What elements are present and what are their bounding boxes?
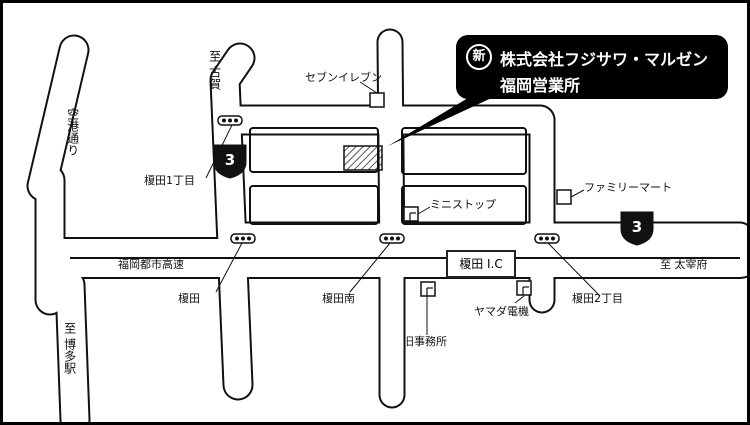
traffic-signals	[217, 115, 560, 244]
interchange-label: 榎田 I.C	[446, 250, 516, 278]
seven-eleven-marker	[369, 92, 385, 108]
ministop-marker	[403, 206, 419, 222]
familymart-marker	[556, 189, 572, 205]
route-shield-icon	[620, 211, 654, 246]
airport-road-label: 空港通り	[65, 108, 80, 156]
to-koga-label: 至 古賀	[207, 50, 222, 90]
enokida-minami-label: 榎田南	[322, 292, 355, 305]
route-3-label: 3	[224, 151, 236, 169]
route-3-label: 3	[631, 218, 643, 236]
old-office-marker	[420, 281, 436, 297]
enokida-1chome-label: 榎田1丁目	[144, 174, 195, 187]
route-3-shields	[213, 144, 654, 246]
route-shield-icon	[213, 144, 247, 179]
company-callout: 新 株式会社フジサワ・マルゼン 福岡営業所	[456, 35, 728, 99]
enokida-2chome-label: 榎田2丁目	[572, 292, 623, 305]
old-office-label: 旧事務所	[403, 335, 447, 348]
familymart-label: ファミリーマート	[584, 181, 672, 194]
office-name: 福岡営業所	[500, 76, 581, 95]
ministop-label: ミニストップ	[430, 198, 496, 211]
destination-marker	[343, 145, 383, 171]
enokida-label: 榎田	[178, 292, 200, 305]
yamada-label: ヤマダ電機	[474, 305, 529, 318]
to-hakata-label: 至 博多駅	[62, 322, 77, 374]
company-name: 株式会社フジサワ・マルゼン	[500, 50, 709, 69]
seven-eleven-label: セブンイレブン	[305, 71, 382, 84]
callout-pointer	[388, 92, 498, 146]
to-dazaifu-label: 至 太宰府	[660, 258, 708, 271]
new-badge: 新	[466, 44, 492, 70]
yamada-marker	[516, 280, 532, 296]
expressway-label: 福岡都市高速	[118, 258, 184, 271]
